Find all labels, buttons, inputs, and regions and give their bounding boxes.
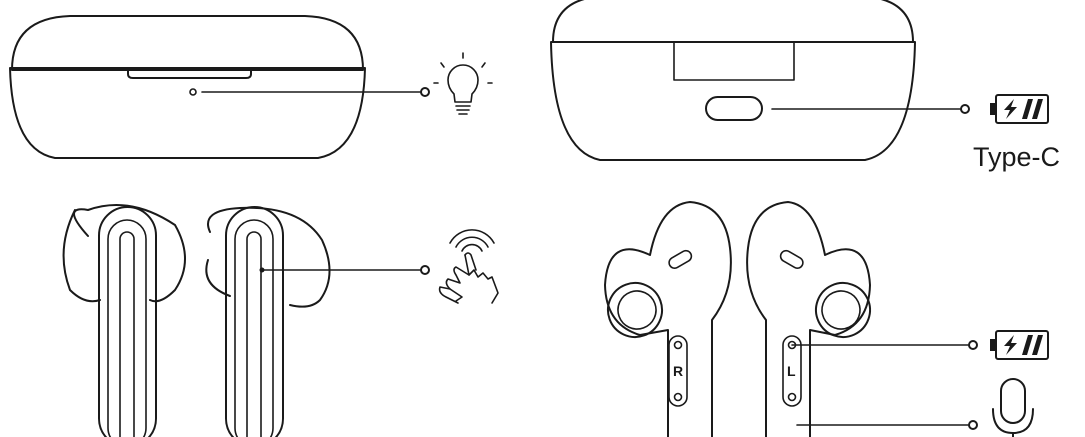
earbud-front-left	[62, 204, 186, 437]
light-bulb-icon	[433, 52, 493, 115]
charging-case-front	[9, 15, 366, 159]
battery-charging-icon	[990, 94, 1049, 124]
charging-case-back	[550, 0, 916, 161]
right-earbud-label: R	[673, 363, 683, 379]
callout-charging-port	[771, 104, 970, 114]
earbud-side-left: L	[746, 201, 871, 437]
indicator-light-led	[189, 88, 197, 96]
usb-c-port	[705, 96, 763, 121]
battery-charging-icon	[990, 330, 1049, 360]
callout-earbud-charging-contacts	[791, 340, 978, 350]
callout-indicator-light	[201, 87, 430, 97]
touch-finger-icon	[438, 229, 499, 304]
microphone-icon	[992, 378, 1034, 437]
callout-microphone	[796, 420, 978, 430]
left-earbud-label: L	[787, 363, 796, 379]
earbud-front-right	[205, 206, 331, 437]
earbud-side-right: R	[604, 201, 732, 437]
callout-touch-control	[261, 265, 430, 275]
usb-type-label: Type-C	[973, 142, 1060, 172]
